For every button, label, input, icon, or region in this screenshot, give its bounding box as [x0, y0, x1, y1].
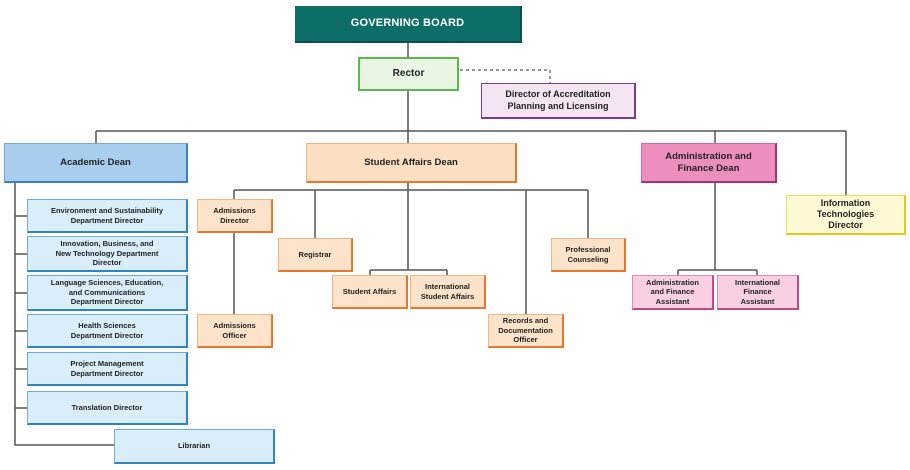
rector-box: Rector: [358, 57, 459, 91]
academic-dean-box: Academic Dean: [4, 143, 188, 183]
student-affairs-box: Student Affairs: [332, 275, 408, 309]
international-student-affairs-box: International Student Affairs: [410, 275, 486, 309]
librarian-box: Librarian: [114, 429, 275, 464]
translation-director-box: Translation Director: [27, 391, 188, 425]
language-sciences-director-box: Language Sciences, Education, and Commun…: [27, 275, 188, 311]
connector-administration-group: [677, 183, 758, 275]
project-management-director-box: Project Management Department Director: [27, 352, 188, 386]
connector-academic-branches: [15, 215, 27, 409]
accreditation-director-box: Director of Accreditation Planning and L…: [481, 83, 636, 119]
governing-board-box: GOVERNING BOARD: [295, 6, 522, 43]
administration-dean-box: Administration and Finance Dean: [641, 143, 777, 183]
admissions-officer-box: Admissions Officer: [197, 314, 273, 348]
international-finance-assistant-box: International Finance Assistant: [717, 275, 799, 310]
connector-academic-spine: [14, 183, 114, 446]
professional-counseling-box: Professional Counseling: [551, 238, 626, 272]
health-sciences-director-box: Health Sciences Department Director: [27, 314, 188, 348]
innovation-director-box: Innovation, Business, and New Technology…: [27, 236, 188, 272]
environment-director-box: Environment and Sustainability Departmen…: [27, 199, 188, 233]
admissions-director-box: Admissions Director: [197, 199, 273, 233]
finance-assistant-box: Administration and Finance Assistant: [632, 275, 714, 310]
connector-accreditation-dashed: [460, 69, 551, 83]
student-affairs-dean-box: Student Affairs Dean: [306, 143, 517, 183]
connector-student-affairs-group: [369, 190, 448, 275]
records-officer-box: Records and Documentation Officer: [488, 314, 564, 348]
registrar-box: Registrar: [278, 238, 353, 272]
it-director-box: Information Technologies Director: [786, 195, 906, 235]
